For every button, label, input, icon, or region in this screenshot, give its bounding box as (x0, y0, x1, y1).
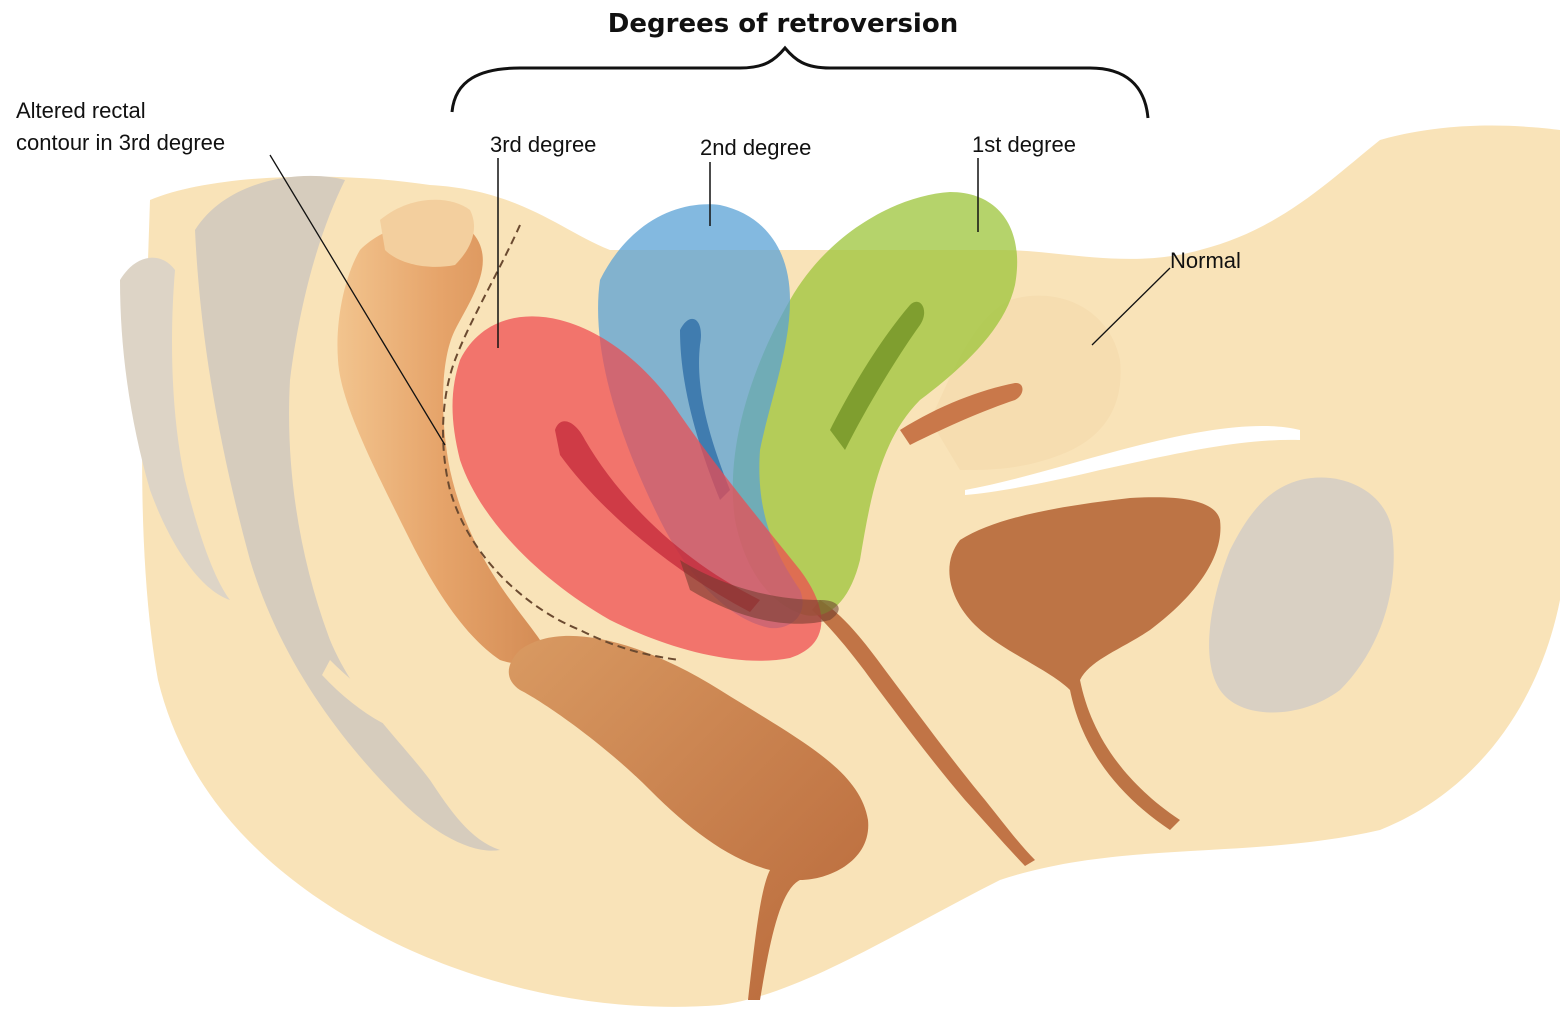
third-degree-label: 3rd degree (490, 132, 596, 157)
diagram-title: Degrees of retroversion (608, 9, 958, 39)
rectal-label-line-1: Altered rectal (16, 98, 146, 123)
second-degree-label: 2nd degree (700, 135, 811, 160)
retroversion-brace (452, 48, 1148, 118)
normal-label: Normal (1170, 248, 1241, 273)
rectal-label-line-2: contour in 3rd degree (16, 130, 225, 155)
first-degree-label: 1st degree (972, 132, 1076, 157)
